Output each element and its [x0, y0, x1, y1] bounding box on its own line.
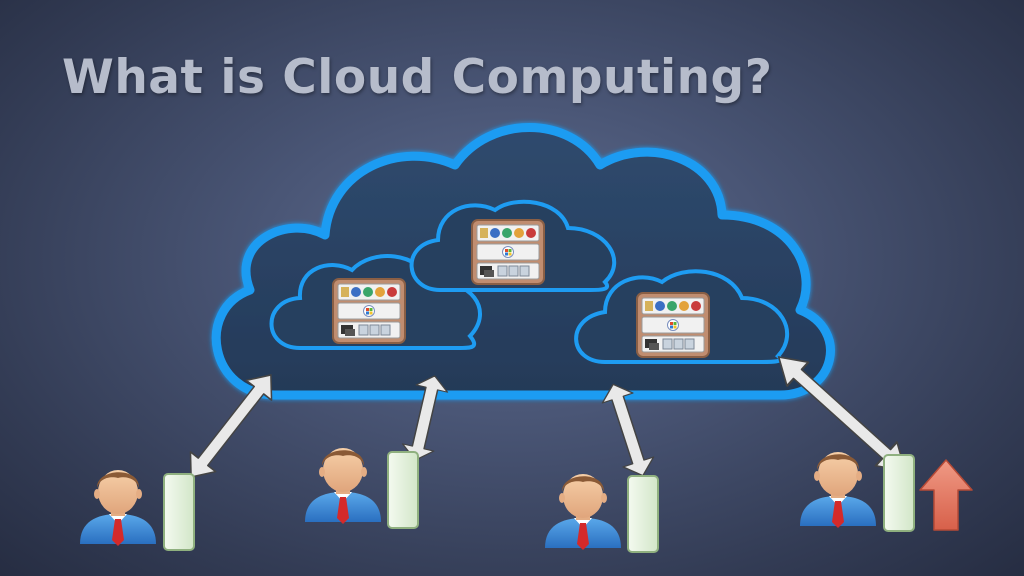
user-icon [545, 474, 621, 550]
tablet-device-icon [387, 451, 419, 529]
user-icon [305, 448, 381, 524]
slide-title: What is Cloud Computing? [62, 50, 773, 105]
tablet-device-icon [627, 475, 659, 553]
user-group-2 [305, 448, 419, 529]
user-group-4 [800, 452, 915, 532]
server-rack-icon [471, 219, 545, 285]
user-icon [800, 452, 876, 528]
tablet-device-icon [883, 454, 915, 532]
server-rack-icon [636, 292, 710, 358]
server-rack-icon [332, 278, 406, 344]
upload-arrow-icon [919, 459, 973, 531]
user-icon [80, 470, 156, 546]
bidirectional-arrow-icon [177, 364, 285, 488]
tablet-device-icon [163, 473, 195, 551]
user-group-1 [80, 470, 195, 551]
user-group-3 [545, 474, 659, 553]
